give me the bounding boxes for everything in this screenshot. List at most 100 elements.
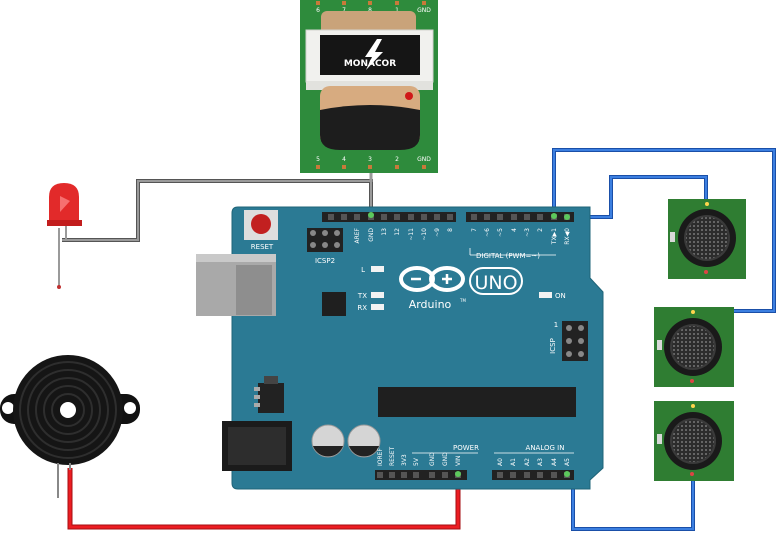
transformer-bottom-pin <box>316 165 320 169</box>
icsp2-pin <box>322 242 328 248</box>
header-hole <box>421 214 427 220</box>
power-pin-label: RESET <box>389 446 396 466</box>
header-hole <box>442 472 448 478</box>
analog-pin-label: A3 <box>537 458 544 466</box>
analog-pin-label: A0 <box>497 458 504 466</box>
transformer-brand: MONACOR <box>344 59 396 69</box>
header-hole <box>389 472 395 478</box>
power-pin-label: 5V <box>413 457 420 466</box>
header-hole <box>447 214 453 220</box>
wire-tx-sensor-2-inner <box>553 149 775 312</box>
icsp-pin <box>566 325 572 331</box>
digital-header-left <box>322 212 456 222</box>
sensor-module-2 <box>654 307 734 387</box>
transformer-top-pin-label: GND <box>417 7 431 14</box>
header-hole <box>524 472 530 478</box>
transformer-bottom-pin-label: 2 <box>395 156 399 163</box>
top-pin-label: AREF <box>354 227 361 243</box>
icsp2-pin <box>334 242 340 248</box>
transformer-top-pin-label: 1 <box>395 7 399 14</box>
top-pin-label: ~9 <box>434 228 441 237</box>
arduino-logo-icon <box>399 266 465 292</box>
header-hole <box>484 214 490 220</box>
led-tx-label: TX <box>357 292 367 300</box>
transformer-top-pin <box>395 1 399 5</box>
icsp2-pin <box>310 242 316 248</box>
top-pin-label: ~10 <box>421 228 428 241</box>
transformer-top-pin <box>422 1 426 5</box>
top-pin-label: 12 <box>394 228 401 236</box>
top-pin-label: ~11 <box>408 228 415 241</box>
reset-label: RESET <box>251 243 274 251</box>
header-hole <box>497 214 503 220</box>
small-ic <box>322 292 346 316</box>
icsp-pin <box>566 338 572 344</box>
lightning-logo-icon <box>365 39 383 70</box>
analog-pin-label: A1 <box>510 458 517 466</box>
icsp-pin <box>578 351 584 357</box>
header-hole <box>537 472 543 478</box>
transformer-dot <box>405 92 413 100</box>
header-hole <box>341 214 347 220</box>
header-hole <box>377 472 383 478</box>
top-pin-label: ~3 <box>524 228 531 237</box>
header-hole <box>354 214 360 220</box>
transformer-top-pin <box>368 1 372 5</box>
header-hole <box>401 472 407 478</box>
icsp2-label: ICSP2 <box>315 257 335 265</box>
icsp-pin <box>566 351 572 357</box>
red-led <box>47 183 82 289</box>
header-hole <box>408 214 414 220</box>
atmega-chip <box>378 387 576 417</box>
power-label: POWER <box>453 444 479 452</box>
transformer-top-pin <box>316 1 320 5</box>
buzzer-hole <box>60 402 76 418</box>
icsp2-pin <box>322 230 328 236</box>
transformer-bottom-pin-label: 4 <box>342 156 346 163</box>
header-hole <box>429 472 435 478</box>
transformer-bottom-pin <box>368 165 372 169</box>
power-pin-label: IOREF <box>377 448 384 466</box>
transformer-top-pin <box>342 1 346 5</box>
sensor-module-3 <box>654 401 734 481</box>
transformer-bottom-pin-label: GND <box>417 156 431 163</box>
sensor-module-1 <box>668 199 746 279</box>
wire-led-gnd-inner <box>62 180 372 241</box>
power-header <box>375 470 467 480</box>
power-pin-label: VIN <box>455 456 462 466</box>
icsp-pin <box>578 338 584 344</box>
analog-pin-label: A2 <box>524 458 531 466</box>
digital-label: DIGITAL (PWM=~) <box>476 252 540 260</box>
header-hole <box>511 214 517 220</box>
top-pin-label: ~5 <box>497 228 504 237</box>
analog-pin-label: A4 <box>551 458 558 466</box>
top-pin-label: RX◀0 <box>564 228 571 245</box>
power-pin-label: GND <box>429 452 436 466</box>
brand-label: Arduino <box>409 298 452 311</box>
led-l-indicator <box>371 266 384 272</box>
icsp-pin <box>578 325 584 331</box>
analog-pin-label: A5 <box>564 458 571 466</box>
wire-rx-sensor-1-inner <box>567 176 707 218</box>
header-hole <box>394 214 400 220</box>
power-pin-label: GND <box>442 452 449 466</box>
capacitor-2 <box>347 424 381 458</box>
header-hole <box>381 214 387 220</box>
header-hole <box>497 472 503 478</box>
transformer-bottom-pin <box>342 165 346 169</box>
header-hole <box>551 472 557 478</box>
led-on-indicator <box>539 292 552 298</box>
wire-buzzer-vin-inner <box>68 468 460 529</box>
digital-header-right <box>466 212 574 222</box>
top-pin-label: 8 <box>447 228 454 232</box>
header-hole <box>328 214 334 220</box>
led-on-label: ON <box>555 292 566 300</box>
brand-tm: TM <box>459 298 466 303</box>
header-hole <box>413 472 419 478</box>
transformer-bottom-pin-label: 3 <box>368 156 372 163</box>
analog-header <box>492 470 574 480</box>
header-hole <box>434 214 440 220</box>
